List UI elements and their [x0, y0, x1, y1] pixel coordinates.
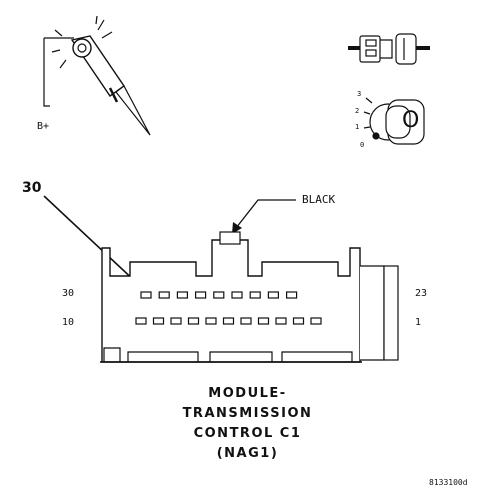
- pin-cavity: [187, 317, 200, 325]
- title-line-2: TRANSMISSION: [182, 406, 313, 421]
- wire-color-label: BLACK: [302, 193, 336, 206]
- ignition-position-1: 1: [355, 123, 360, 131]
- pin-row-bottom: [135, 317, 322, 325]
- pin-cavity: [257, 317, 270, 325]
- key-position-label: O: [402, 108, 420, 133]
- pin-cavity: [275, 317, 287, 325]
- pin-cavity: [140, 291, 152, 299]
- pin-cavity: [286, 291, 298, 299]
- figure-code: 8133100d: [429, 478, 468, 487]
- ignition-position-0: 0: [360, 141, 365, 149]
- ignition-position-3: 3: [357, 90, 362, 98]
- callout-number: 30: [22, 180, 42, 196]
- pin-cavity: [267, 291, 279, 299]
- pin-cavity: [176, 291, 188, 299]
- pin-cavity: [158, 291, 170, 299]
- connector-body: [100, 231, 399, 363]
- pin-label-top-right: 23: [415, 288, 428, 299]
- pin-row-top: [140, 291, 298, 299]
- ignition-position-2: 2: [355, 107, 360, 115]
- title-line-1: MODULE-: [208, 386, 287, 401]
- pin-cavity: [213, 291, 225, 299]
- b-plus-label: B+: [37, 121, 50, 132]
- black-wire-leader: [232, 199, 296, 234]
- pin-label-bottom-left: 10: [62, 317, 75, 328]
- pin-cavity: [310, 317, 322, 325]
- ignition-off-icon: [363, 97, 425, 145]
- pin-cavity: [195, 291, 207, 299]
- pin-cavity: [222, 317, 235, 325]
- pin-cavity: [152, 317, 165, 325]
- test-light-icon: [43, 15, 151, 136]
- pin-cavity: [240, 317, 252, 325]
- pin-label-bottom-right: 1: [415, 317, 422, 328]
- pin-label-top-left: 30: [62, 288, 75, 299]
- title-line-3: CONTROL C1: [193, 426, 302, 441]
- pin-cavity: [205, 317, 217, 325]
- pin-cavity: [249, 291, 261, 299]
- disconnected-connector-icon: [348, 33, 430, 65]
- pin-cavity: [170, 317, 182, 325]
- pin-cavity: [292, 317, 305, 325]
- pin-cavity: [231, 291, 243, 299]
- title-line-4: (NAG1): [216, 446, 279, 461]
- pin-cavity: [135, 317, 147, 325]
